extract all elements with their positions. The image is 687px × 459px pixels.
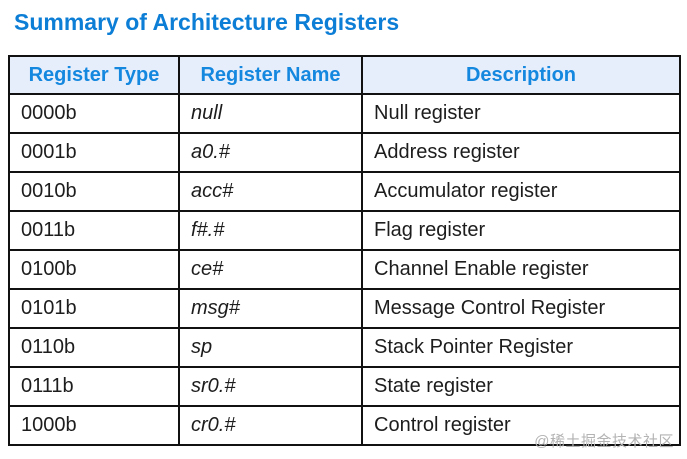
description-cell: Stack Pointer Register (361, 327, 681, 368)
column-header-register-type: Register Type (8, 55, 180, 95)
register-name-cell: msg# (178, 288, 363, 329)
register-type-cell: 0001b (8, 132, 180, 173)
register-name-cell: null (178, 93, 363, 134)
register-type-cell: 0101b (8, 288, 180, 329)
table-row: 0110b sp Stack Pointer Register (8, 327, 681, 368)
description-cell: State register (361, 366, 681, 407)
table-body: 0000b null Null register 0001b a0.# Addr… (8, 93, 681, 446)
register-type-cell: 0111b (8, 366, 180, 407)
register-name-cell: f#.# (178, 210, 363, 251)
table-row: 0101b msg# Message Control Register (8, 288, 681, 329)
register-type-cell: 0000b (8, 93, 180, 134)
table-row: 1000b cr0.# Control register (8, 405, 681, 446)
register-name-cell: ce# (178, 249, 363, 290)
register-name-cell: sr0.# (178, 366, 363, 407)
column-header-description: Description (361, 55, 681, 95)
table-row: 0010b acc# Accumulator register (8, 171, 681, 212)
register-type-cell: 0011b (8, 210, 180, 251)
register-type-cell: 0010b (8, 171, 180, 212)
register-type-cell: 1000b (8, 405, 180, 446)
watermark-text: @稀土掘金技术社区 (534, 433, 674, 450)
description-cell: Accumulator register (361, 171, 681, 212)
table-row: 0011b f#.# Flag register (8, 210, 681, 251)
register-type-cell: 0110b (8, 327, 180, 368)
column-header-register-name: Register Name (178, 55, 363, 95)
description-cell: Address register (361, 132, 681, 173)
register-name-cell: acc# (178, 171, 363, 212)
table-row: 0001b a0.# Address register (8, 132, 681, 173)
description-cell: Message Control Register (361, 288, 681, 329)
table-row: 0100b ce# Channel Enable register (8, 249, 681, 290)
description-cell: Flag register (361, 210, 681, 251)
register-name-cell: cr0.# (178, 405, 363, 446)
registers-table: Register Type Register Name Description … (8, 55, 681, 446)
description-cell: Channel Enable register (361, 249, 681, 290)
register-type-cell: 0100b (8, 249, 180, 290)
register-name-cell: sp (178, 327, 363, 368)
table-row: 0000b null Null register (8, 93, 681, 134)
register-name-cell: a0.# (178, 132, 363, 173)
description-cell: Null register (361, 93, 681, 134)
page-title: Summary of Architecture Registers (14, 9, 400, 35)
description-cell: Control register (361, 405, 681, 446)
table-row: 0111b sr0.# State register (8, 366, 681, 407)
table-header-row: Register Type Register Name Description (8, 55, 681, 95)
